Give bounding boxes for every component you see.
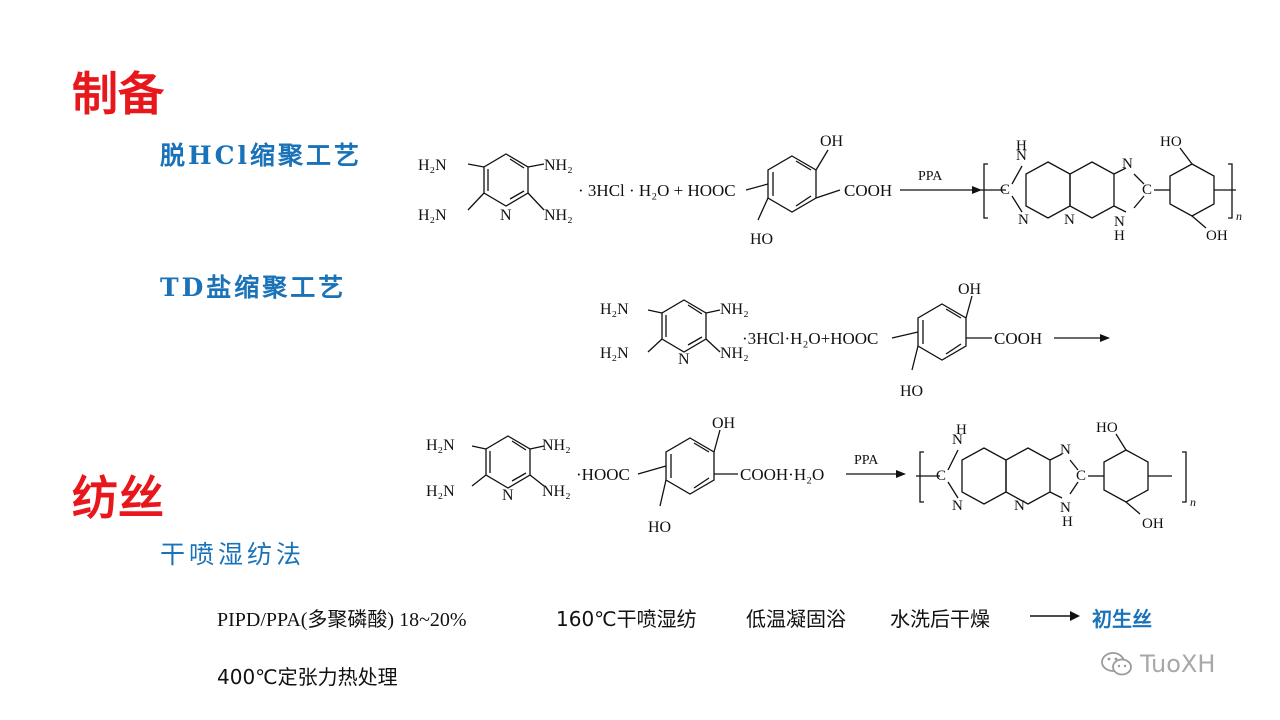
- fused-ring-left: [961, 447, 1007, 505]
- hydroxyl-label: HO: [648, 519, 671, 536]
- carbon-label: C: [1076, 468, 1086, 484]
- nitrogen-label: N: [1122, 156, 1133, 172]
- reaction-scheme-3: H₂N NH₂ H₂N NH₂ N ·HOOC OH HO COOH·H₂O P…: [426, 415, 1196, 536]
- arrow-head: [972, 186, 982, 194]
- hydroxyl-label: HO: [750, 231, 773, 248]
- carbon-label: C: [1000, 182, 1010, 198]
- nitrogen-label: N: [952, 432, 963, 448]
- process-result-as-spun-fiber: 初生丝: [1092, 607, 1152, 631]
- wechat-icon: [1101, 652, 1132, 676]
- bracket-left: [983, 163, 988, 219]
- product-benzene-ring: [1169, 163, 1215, 217]
- hydroxyl-label: HO: [1160, 134, 1182, 150]
- nitrogen-label: N: [952, 498, 963, 514]
- watermark-text: TuoXH: [1140, 650, 1216, 678]
- nitrogen-label: N: [1060, 500, 1071, 516]
- process-step-wash-dry: 水洗后干燥: [890, 607, 990, 631]
- process-step-heat-treatment: 400℃定张力热处理: [217, 665, 398, 689]
- nitrogen-label: N: [678, 351, 690, 368]
- hydroxyl-label: HO: [1096, 420, 1118, 436]
- catalyst-label: PPA: [854, 453, 879, 468]
- amine-label: H₂N: [426, 437, 455, 454]
- carboxyl-label: COOH: [994, 329, 1042, 348]
- reaction-scheme-2: H₂N NH₂ H₂N NH₂ N ·3HCl·H₂O+HOOC OH HO C…: [600, 281, 1110, 400]
- reagent-text: ·3HCl·H₂O+HOOC: [742, 329, 878, 348]
- pyridine-ring: [485, 435, 531, 489]
- nitrogen-label: N: [1060, 442, 1071, 458]
- pyridine-ring: [483, 153, 529, 207]
- carboxyl-label: COOH·H₂O: [740, 465, 824, 484]
- amine-label: H₂N: [426, 483, 455, 500]
- amine-label: H₂N: [600, 301, 629, 318]
- benzene-ring: [917, 303, 967, 361]
- amine-label: NH₂: [720, 345, 749, 362]
- bracket-right: [1182, 451, 1187, 503]
- amine-label: NH₂: [542, 437, 571, 454]
- repeat-unit-subscript: n: [1190, 495, 1196, 509]
- process-step-spinning: 160℃干喷湿纺: [556, 607, 697, 631]
- process-step-solution: PIPD/PPA(多聚磷酸) 18~20%: [217, 609, 467, 631]
- hydroxyl-label: OH: [1206, 228, 1228, 244]
- nitrogen-label: N: [1016, 148, 1027, 164]
- hydroxyl-label: OH: [712, 415, 736, 432]
- product-benzene-ring: [1103, 449, 1149, 503]
- amine-label: NH₂: [720, 301, 749, 318]
- hydrogen-label: H: [1114, 228, 1125, 244]
- fused-ring-mid: [1005, 447, 1051, 505]
- bracket-right: [1228, 163, 1233, 219]
- arrow-head: [896, 470, 906, 478]
- hydroxyl-label: OH: [1142, 516, 1164, 532]
- hydroxyl-label: OH: [958, 281, 982, 298]
- repeat-unit-subscript: n: [1236, 209, 1242, 223]
- amine-label: H₂N: [418, 207, 447, 224]
- pyridine-ring: [661, 299, 707, 353]
- carboxyl-label: COOH: [844, 181, 892, 200]
- arrow-head: [1100, 334, 1110, 342]
- amine-label: NH₂: [544, 157, 573, 174]
- nitrogen-label: N: [1018, 212, 1029, 228]
- reagent-text: · 3HCl · H₂O + HOOC: [578, 181, 736, 200]
- catalyst-label: PPA: [918, 169, 943, 184]
- process-step-coagulation: 低温凝固浴: [746, 607, 846, 631]
- subheading-dehcl-polycondensation: 脱HCl缩聚工艺: [160, 141, 363, 170]
- nitrogen-label: N: [1014, 498, 1025, 514]
- fused-ring-mid: [1069, 161, 1115, 219]
- bracket-left: [919, 451, 924, 503]
- amine-label: NH₂: [544, 207, 573, 224]
- nitrogen-label: N: [500, 207, 512, 224]
- subheading-td-salt-polycondensation: TD盐缩聚工艺: [160, 273, 347, 302]
- hydrogen-label: H: [956, 422, 967, 438]
- amine-label: NH₂: [542, 483, 571, 500]
- reagent-text: ·HOOC: [576, 465, 630, 484]
- nitrogen-label: N: [502, 487, 514, 504]
- hydrogen-label: H: [1062, 514, 1073, 530]
- benzene-ring: [767, 155, 817, 213]
- hydroxyl-label: OH: [820, 133, 844, 150]
- watermark: TuoXH: [1100, 650, 1215, 678]
- nitrogen-label: N: [1064, 212, 1075, 228]
- amine-label: H₂N: [600, 345, 629, 362]
- carbon-label: C: [936, 468, 946, 484]
- heading-preparation: 制备: [72, 67, 164, 121]
- hydroxyl-label: HO: [900, 383, 923, 400]
- heading-spinning: 纺丝: [72, 471, 164, 525]
- reaction-scheme-1: H₂N NH₂ H₂N NH₂ N · 3HCl · H₂O + HOOC OH…: [418, 133, 1242, 248]
- carbon-label: C: [1142, 182, 1152, 198]
- process-arrow: [1030, 611, 1080, 621]
- fused-ring-left: [1025, 161, 1071, 219]
- amine-label: H₂N: [418, 157, 447, 174]
- benzene-ring: [665, 437, 715, 495]
- hydrogen-label: H: [1016, 138, 1027, 154]
- nitrogen-label: N: [1114, 214, 1125, 230]
- subheading-dry-jet-wet-spinning: 干喷湿纺法: [160, 540, 306, 569]
